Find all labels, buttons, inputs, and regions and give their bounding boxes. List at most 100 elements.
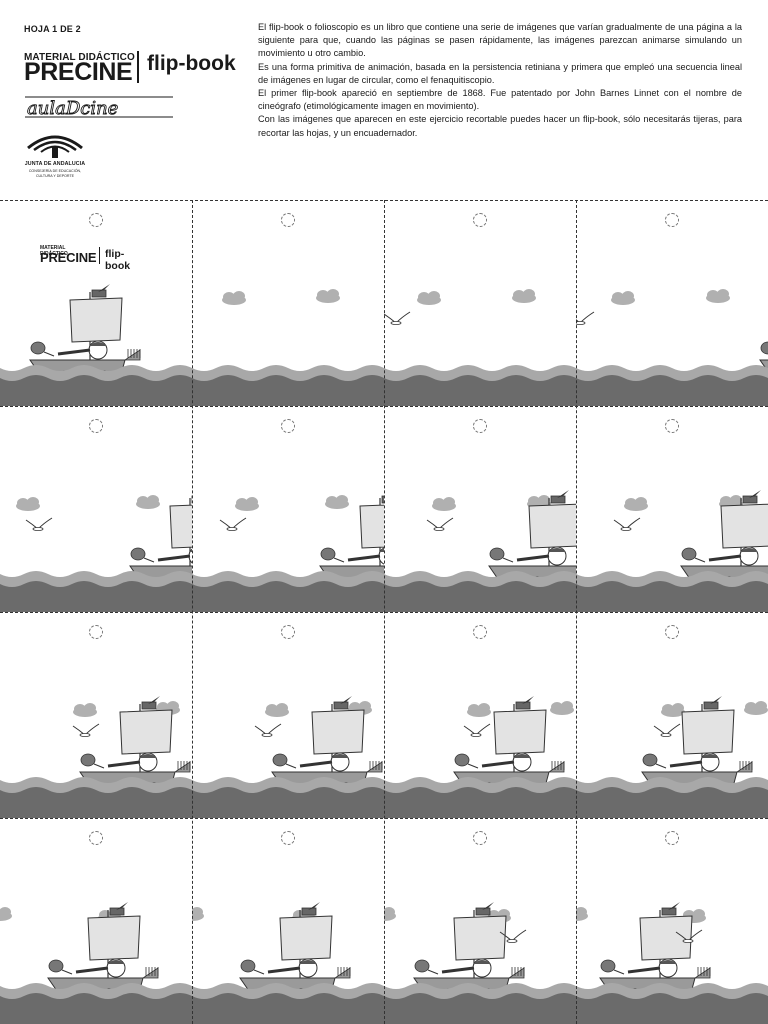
frame-scene bbox=[192, 696, 384, 818]
cloud-icon bbox=[235, 497, 259, 511]
seagull-icon bbox=[576, 311, 595, 325]
binding-hole bbox=[89, 625, 103, 639]
flipbook-frame bbox=[576, 612, 768, 818]
logo-material-didactico: MATERIAL DIDÁCTICO bbox=[24, 52, 135, 63]
binding-hole bbox=[665, 831, 679, 845]
flipbook-frame bbox=[384, 612, 576, 818]
flipbook-frame bbox=[192, 612, 384, 818]
binding-hole bbox=[473, 625, 487, 639]
frame-scene bbox=[576, 490, 768, 612]
sea-waves bbox=[576, 777, 768, 818]
binding-hole bbox=[89, 213, 103, 227]
junta-name: JUNTA DE ANDALUCIA bbox=[24, 161, 86, 167]
seagull-icon bbox=[499, 929, 527, 944]
frame-logo-divider bbox=[99, 247, 100, 264]
cloud-icon bbox=[661, 703, 685, 717]
flipbook-frame bbox=[576, 200, 768, 406]
flipbook-frame bbox=[192, 406, 384, 612]
sea-waves bbox=[192, 571, 384, 612]
cloud-icon bbox=[384, 907, 396, 921]
cloud-icon bbox=[348, 701, 372, 715]
cloud-icon bbox=[432, 497, 456, 511]
seagull-icon bbox=[675, 929, 703, 944]
seagull-icon bbox=[653, 723, 681, 738]
flipbook-frame bbox=[0, 406, 192, 612]
binding-hole bbox=[89, 419, 103, 433]
flipbook-frame bbox=[192, 200, 384, 406]
frame-logo-precine: PRECINE bbox=[40, 250, 97, 265]
cloud-icon bbox=[624, 497, 648, 511]
cloud-icon bbox=[325, 495, 349, 509]
description-paragraph-2: Es una forma primitiva de animación, bas… bbox=[258, 61, 742, 85]
cloud-icon bbox=[550, 701, 574, 715]
seagull-icon bbox=[426, 517, 454, 532]
flipbook-frame bbox=[0, 612, 192, 818]
sheet-label: HOJA 1 DE 2 bbox=[24, 24, 81, 34]
cloud-icon bbox=[16, 497, 40, 511]
flipbook-frame bbox=[192, 818, 384, 1024]
junta-andalucia-emblem-icon bbox=[27, 135, 83, 158]
flip-book-description: El flip-book o folioscopio es un libro q… bbox=[258, 21, 742, 140]
logo-precine: PRECINE bbox=[24, 58, 133, 86]
binding-hole bbox=[473, 419, 487, 433]
sea-waves bbox=[576, 983, 768, 1024]
sea-waves bbox=[384, 777, 576, 818]
sheet-header: HOJA 1 DE 2 MATERIAL DIDÁCTICO PRECINE f… bbox=[0, 0, 768, 200]
sea-waves bbox=[192, 365, 384, 406]
frame-scene bbox=[384, 289, 576, 406]
cut-line-horizontal bbox=[0, 200, 768, 201]
cloud-icon bbox=[417, 291, 441, 305]
pirate-ship-icon bbox=[759, 341, 768, 373]
frame-scene bbox=[576, 289, 768, 406]
sea-waves bbox=[384, 983, 576, 1024]
sea-waves bbox=[0, 777, 192, 818]
frame-scene bbox=[0, 284, 192, 406]
frame-logo-flip-book: flip-book bbox=[105, 248, 131, 272]
sea-waves bbox=[0, 983, 192, 1024]
cut-line-horizontal bbox=[0, 612, 768, 613]
seagull-icon bbox=[613, 517, 641, 532]
binding-hole bbox=[89, 831, 103, 845]
aula-dcine-logo: aulaDcine bbox=[25, 96, 173, 119]
binding-hole bbox=[665, 419, 679, 433]
junta-department-line2: CULTURA Y DEPORTE bbox=[35, 174, 75, 178]
sea-waves bbox=[384, 365, 576, 406]
frame-scene bbox=[384, 902, 576, 1024]
binding-hole bbox=[281, 213, 295, 227]
sea-waves bbox=[0, 365, 192, 406]
cloud-icon bbox=[744, 701, 768, 715]
flipbook-frame bbox=[0, 818, 192, 1024]
cloud-icon bbox=[316, 289, 340, 303]
cloud-icon bbox=[136, 495, 160, 509]
frame-scene bbox=[576, 696, 768, 818]
logo-divider bbox=[137, 51, 139, 83]
description-paragraph-3: El primer flip-book apareció en septiemb… bbox=[258, 88, 742, 112]
junta-department-line1: CONSEJERÍA DE EDUCACIÓN, bbox=[28, 169, 82, 173]
binding-hole bbox=[665, 213, 679, 227]
seagull-icon bbox=[254, 723, 282, 738]
cloud-icon bbox=[611, 291, 635, 305]
flipbook-frame bbox=[384, 818, 576, 1024]
sea-waves bbox=[384, 571, 576, 612]
frame-scene bbox=[0, 902, 192, 1024]
description-paragraph-4: Con las imágenes que aparecen en este ej… bbox=[258, 114, 742, 138]
cloud-icon bbox=[265, 703, 289, 717]
binding-hole bbox=[473, 213, 487, 227]
cloud-icon bbox=[192, 907, 204, 921]
frame-scene bbox=[0, 696, 192, 818]
binding-hole bbox=[281, 625, 295, 639]
cloud-icon bbox=[222, 291, 246, 305]
cloud-icon bbox=[512, 289, 536, 303]
logo-flip-book: flip-book bbox=[147, 52, 236, 75]
seagull-icon bbox=[463, 723, 491, 738]
binding-hole bbox=[665, 625, 679, 639]
cloud-icon bbox=[73, 703, 97, 717]
flipbook-frame bbox=[384, 406, 576, 612]
sea-waves bbox=[192, 983, 384, 1024]
frame-scene bbox=[192, 902, 384, 1024]
cloud-icon bbox=[0, 907, 12, 921]
frame-scene bbox=[192, 289, 384, 406]
seagull-icon bbox=[384, 311, 411, 326]
